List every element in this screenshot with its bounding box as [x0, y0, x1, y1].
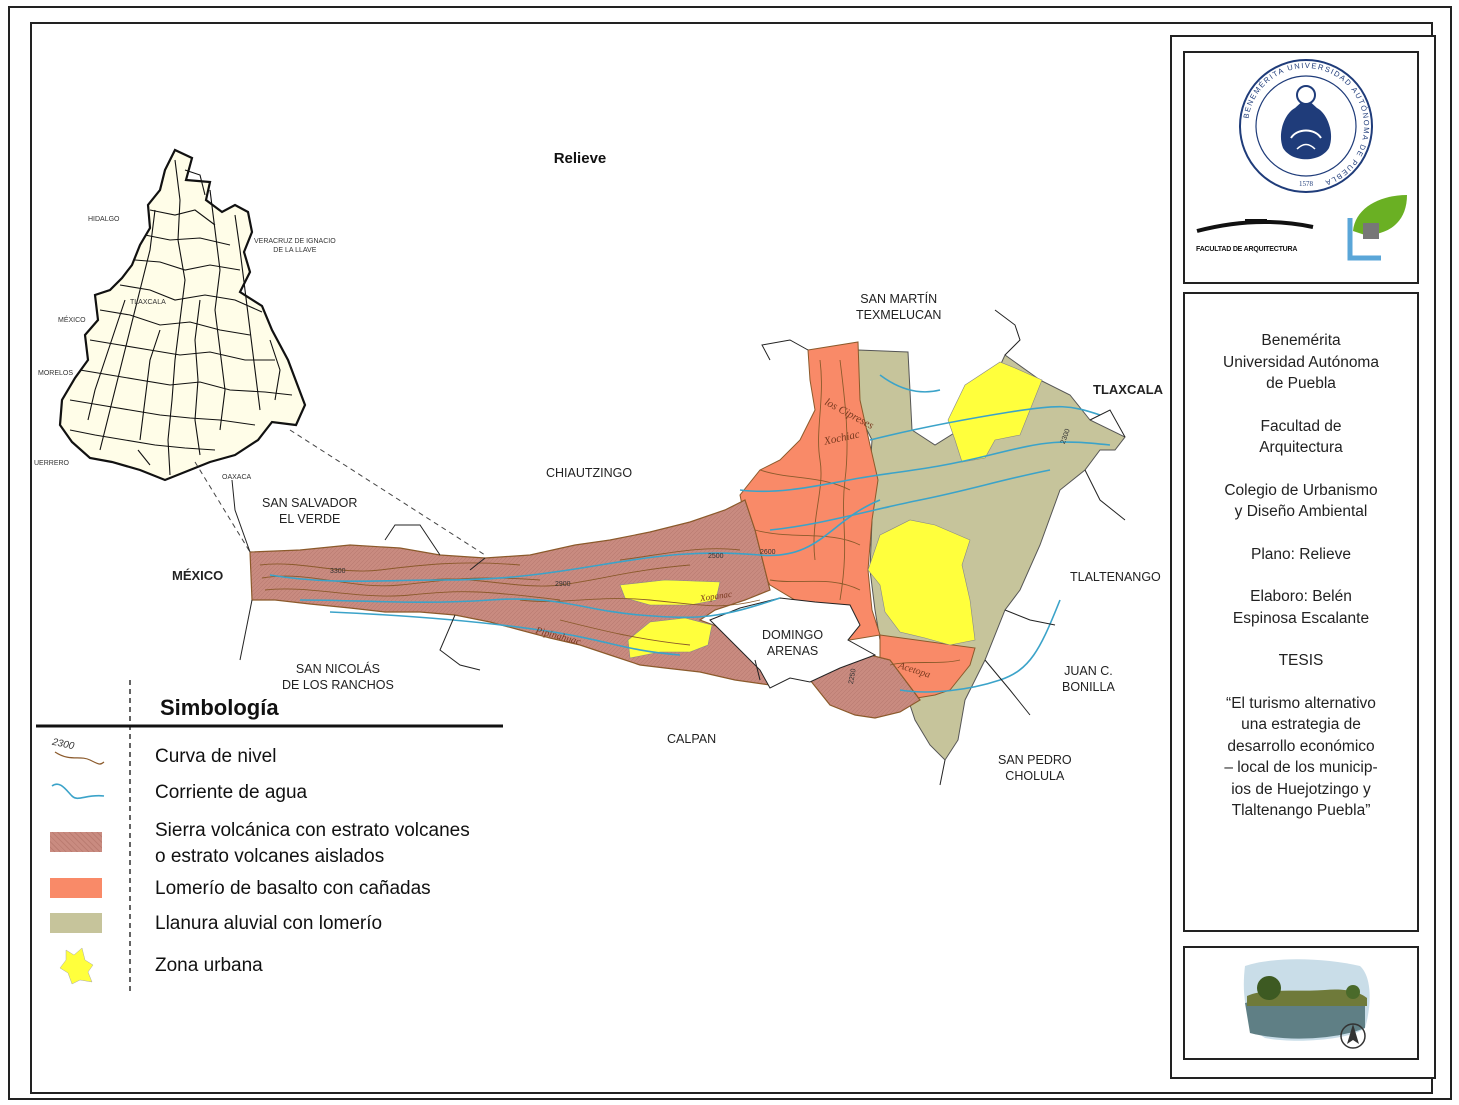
- legend-title: Simbología: [160, 695, 279, 720]
- contour-label-3300: 3300: [330, 568, 346, 575]
- info-block-author: Elaboro: Belén Espinosa Escalante: [1232, 588, 1370, 627]
- inset-label-guerrero: UERRERO: [34, 460, 70, 467]
- faculty-label: FACULTAD DE ARQUITECTURA: [1196, 246, 1298, 253]
- seal-year: 1578: [1299, 180, 1314, 188]
- legend-item-urbana: Zona urbana: [155, 955, 263, 976]
- square-logo-icon: [1363, 223, 1379, 239]
- label-calpan: CALPAN: [667, 732, 717, 746]
- label-tlaltenango: TLALTENANGO: [1070, 570, 1161, 584]
- logos: 1578: [1196, 59, 1407, 261]
- info-block-tesis: TESIS: [1278, 652, 1324, 669]
- legend-swatch-llanura: [50, 913, 102, 933]
- inset-label-morelos: MORELOS: [38, 370, 74, 377]
- inset-label-tlaxcala: TLAXCALA: [130, 299, 166, 306]
- photo-box: [1183, 946, 1419, 1060]
- contour-label-2600: 2600: [760, 549, 776, 556]
- label-chiautzingo: CHIAUTZINGO: [546, 466, 633, 480]
- inset-label-hidalgo: HIDALGO: [88, 216, 120, 223]
- leaf-logo-icon: [1353, 195, 1407, 235]
- north-arrow-icon: [1340, 1023, 1366, 1049]
- info-block-faculty: Facultad de Arquitectura: [1259, 417, 1343, 457]
- legend-item-river: Corriente de agua: [155, 782, 308, 803]
- university-seal-icon: [1239, 59, 1373, 193]
- info-box: Benemérita Universidad Autónoma de Puebl…: [1183, 292, 1419, 932]
- info-block-plan: Plano: Relieve: [1251, 545, 1351, 563]
- outer-frame: [8, 6, 1452, 1100]
- inset-label-mexico: MÉXICO: [58, 317, 86, 324]
- inset-state-map: [58, 148, 486, 556]
- info-block-thesis-title: “El turismo alternativo una estrategia d…: [1224, 694, 1378, 820]
- label-tlaxcala: TLAXCALA: [1093, 382, 1164, 397]
- label-juan-bonilla: JUAN C.BONILLA: [1062, 664, 1115, 694]
- inset-label-oaxaca: OAXACA: [222, 474, 252, 481]
- info-block-university: Benemérita Universidad Autónoma de Puebl…: [1223, 332, 1379, 392]
- info-block-college: Colegio de Urbanismo y Diseño Ambiental: [1224, 481, 1378, 521]
- map-title: Relieve: [553, 150, 607, 167]
- legend-item-llanura: Llanura aluvial con lomerío: [155, 913, 383, 934]
- label-mexico: MÉXICO: [172, 568, 224, 583]
- legend-swatch-lomerio: [50, 878, 102, 898]
- landscape-photo: [1243, 959, 1370, 1049]
- legend-item-lomerio: Lomerío de basalto con cañadas: [155, 878, 431, 899]
- legend-item-contour: Curva de nivel: [155, 746, 277, 767]
- region-main: [231, 309, 1126, 786]
- contour-label-2500: 2500: [708, 553, 724, 560]
- legend-swatch-sierra: [50, 832, 102, 852]
- contour-label-2900: 2900: [555, 581, 571, 588]
